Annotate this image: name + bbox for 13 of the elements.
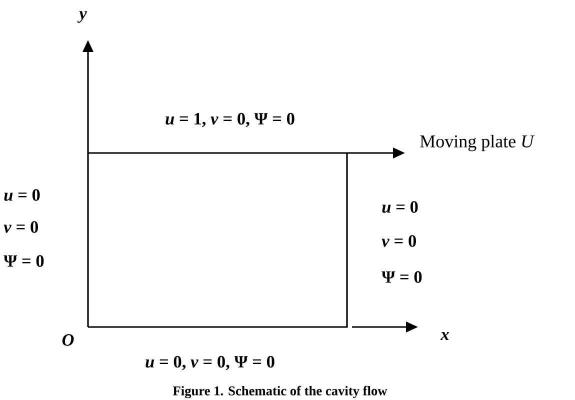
boundary-condition: Ψ = 0 <box>4 255 44 267</box>
boundary-condition: u = 0 <box>4 189 40 201</box>
axis-label: y <box>77 11 87 23</box>
axis-label: O <box>62 334 74 346</box>
boundary-condition: v = 0 <box>382 235 416 247</box>
boundary-condition: v = 0 <box>4 221 38 233</box>
boundary-condition: u = 0 <box>382 201 418 213</box>
axis-label: x <box>440 332 449 340</box>
caption: Figure 1. Schematic of the cavity flow <box>172 386 388 398</box>
plate-label: Moving plate U <box>420 134 535 152</box>
boundary-condition: u = 0, v = 0, Ψ = 0 <box>146 356 274 370</box>
boundary-condition: u = 1, v = 0, Ψ = 0 <box>166 112 294 128</box>
boundary-condition: Ψ = 0 <box>382 271 422 283</box>
